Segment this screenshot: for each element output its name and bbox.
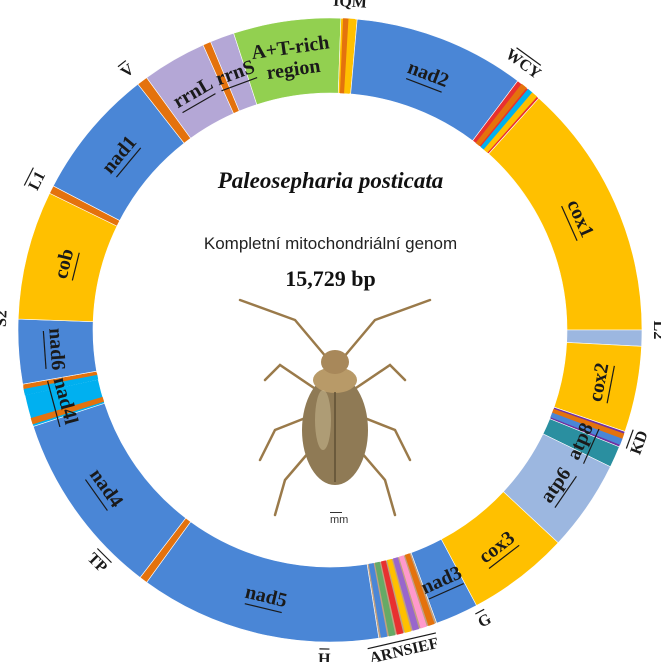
trna-label-group: V [117,60,138,82]
gene-label-group: nad6 [43,327,69,371]
scale-bar: mm [330,512,348,526]
trna-label: ARNSIEF [368,635,440,662]
scale-label: mm [330,514,348,526]
trna-label-group: KD [626,428,652,457]
beetle-head [321,350,349,374]
genome-length: 15,729 bp [0,266,661,292]
trna-label: S2 [0,310,10,327]
trna-label: G [475,610,494,631]
trna-label-group: G [474,608,494,631]
trna-label: L2 [650,321,661,340]
beetle-illustration [240,300,430,515]
trna-label: KD [628,429,652,457]
gene-label: nad6 [44,327,69,371]
species-name: Paleosepharia posticata [0,168,661,194]
genome-subtitle: Kompletní mitochondriální genom [0,234,661,254]
trna-label: TP [84,550,111,577]
beetle-leg [343,300,430,358]
trna-label-group: IQM [333,0,368,12]
gene-segment-nad5 [147,522,379,642]
trna-label-group: TP [84,548,112,576]
trna-label-group: L2 [650,320,661,340]
trna-label-group: H [318,649,331,662]
trna-label-group: S2 [0,308,11,329]
beetle-leg [240,300,327,358]
scale-tick [330,512,342,513]
beetle-shine [315,390,331,450]
beetle-leg [265,365,317,390]
trna-label: H [318,651,331,662]
trna-label: IQM [333,0,368,12]
beetle-leg [353,365,405,390]
